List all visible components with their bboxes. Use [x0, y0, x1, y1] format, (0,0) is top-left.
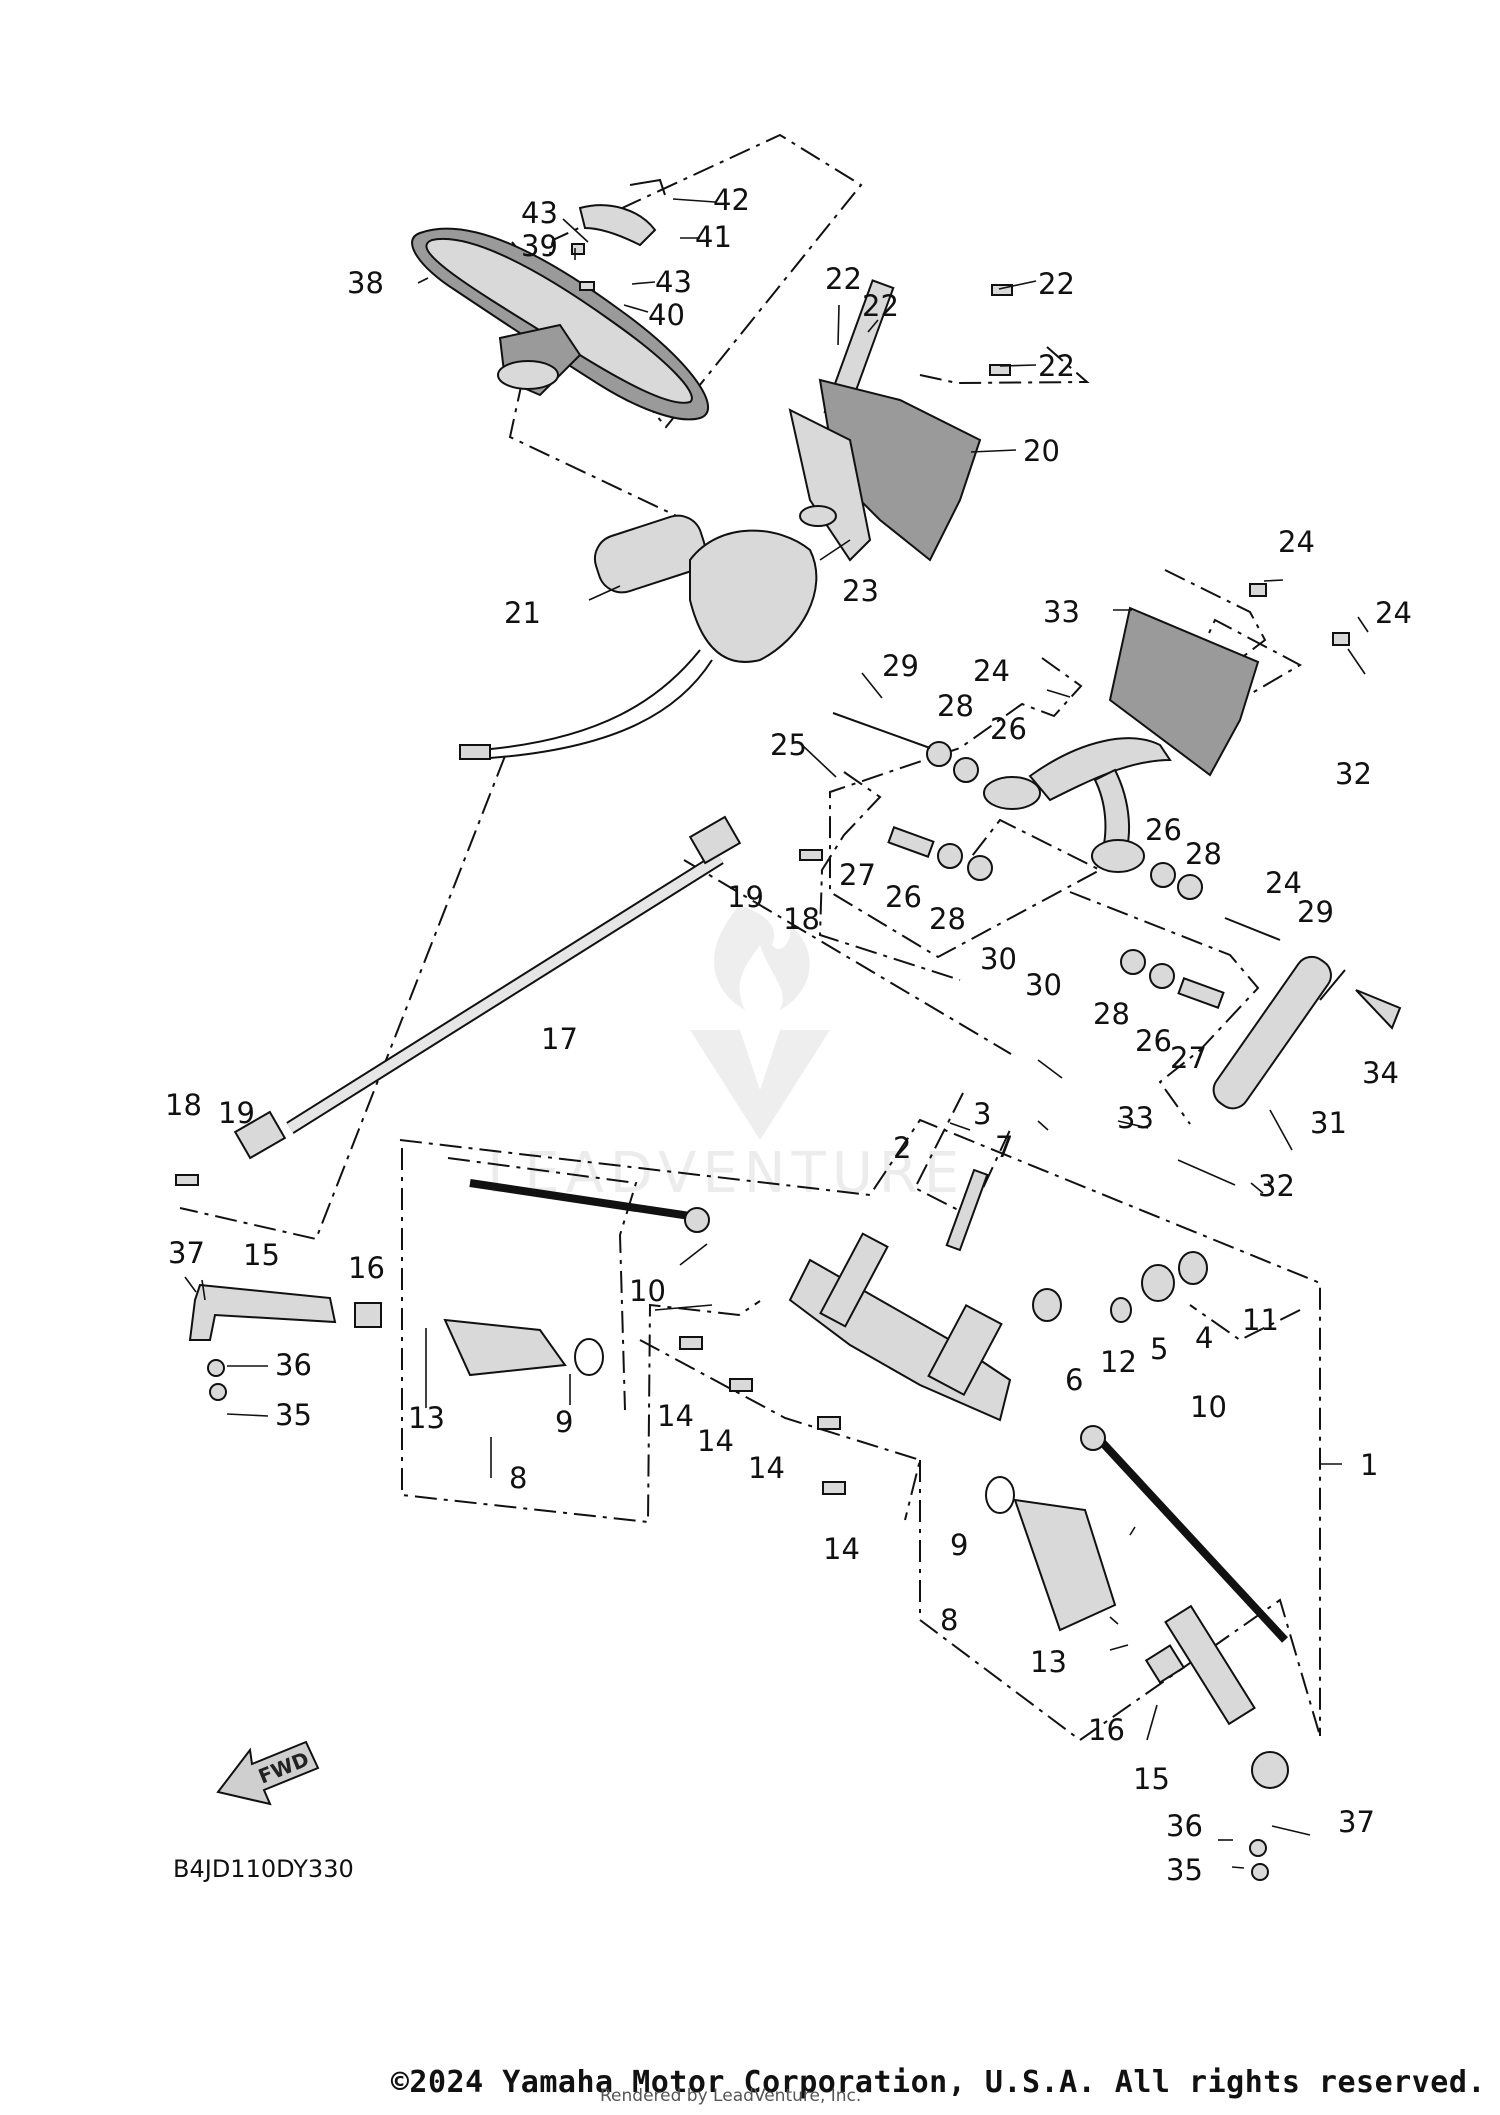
steering-wheel — [411, 227, 710, 421]
callout-label: 6 — [1065, 1363, 1083, 1397]
callout-label: 14 — [657, 1399, 694, 1433]
callout-label: 39 — [521, 229, 558, 263]
callout-label: 13 — [1030, 1645, 1067, 1679]
fasteners — [175, 284, 1350, 1881]
callout-label: 8 — [509, 1461, 527, 1495]
callout-label: 13 — [408, 1401, 445, 1435]
callout-label: 22 — [1038, 349, 1075, 383]
callout-label: 26 — [990, 712, 1027, 746]
callout-label: 21 — [504, 596, 541, 630]
pedal-bracket — [983, 606, 1260, 873]
callout-label: 18 — [783, 902, 820, 936]
callout-label: 28 — [1093, 997, 1130, 1031]
callout-label: 27 — [839, 858, 876, 892]
steering-column — [788, 279, 982, 562]
tie-rod-ends — [188, 1283, 1289, 1789]
callout-label: 36 — [275, 1348, 312, 1382]
callout-label: 20 — [1023, 434, 1060, 468]
steering-rack — [788, 1168, 1208, 1422]
callout-label: 33 — [1043, 595, 1080, 629]
callout-label: 7 — [995, 1130, 1013, 1164]
callout-label: 30 — [1025, 968, 1062, 1002]
steering-cover-parts — [571, 178, 666, 291]
callout-label: 22 — [825, 262, 862, 296]
callout-label: 37 — [1338, 1805, 1375, 1839]
callout-label: 1 — [1360, 1448, 1378, 1482]
callout-label: 22 — [1038, 267, 1075, 301]
callout-label: 11 — [1242, 1303, 1279, 1337]
leader-lines — [184, 198, 1369, 1869]
callout-label: 29 — [1297, 895, 1334, 929]
callout-label: 18 — [165, 1088, 202, 1122]
callout-label: 43 — [521, 196, 558, 230]
rendered-by-credit: Rendered by LeadVenture, Inc. — [600, 2086, 862, 2106]
callout-label: 4 — [1195, 1321, 1213, 1355]
copyright-notice: ©2024 Yamaha Motor Corporation, U.S.A. A… — [390, 2065, 1486, 2100]
rack-boots — [443, 1318, 1117, 1632]
callout-label: 10 — [629, 1274, 666, 1308]
callout-label: 33 — [1117, 1101, 1154, 1135]
callout-label: 41 — [695, 220, 732, 254]
callout-label: 12 — [1100, 1345, 1137, 1379]
callout-label: 31 — [1310, 1106, 1347, 1140]
callout-label: 10 — [1190, 1390, 1227, 1424]
callout-label: 30 — [980, 942, 1017, 976]
callout-label: 36 — [1166, 1809, 1203, 1843]
callout-label: 28 — [1185, 837, 1222, 871]
callout-label: 37 — [168, 1236, 205, 1270]
callout-label: 17 — [541, 1022, 578, 1056]
callout-label: 34 — [1362, 1056, 1399, 1090]
callout-label: 9 — [555, 1405, 573, 1439]
callout-label: 26 — [1135, 1024, 1172, 1058]
callout-label: 9 — [950, 1528, 968, 1562]
callout-label: 2 — [893, 1131, 911, 1165]
callout-label: 14 — [748, 1451, 785, 1485]
callout-label: 24 — [973, 654, 1010, 688]
callout-label: 16 — [1088, 1713, 1125, 1747]
callout-label: 14 — [823, 1532, 860, 1566]
steering-damper — [1212, 955, 1402, 1110]
callout-label: 16 — [348, 1251, 385, 1285]
tie-rods — [469, 1179, 1288, 1643]
intermediate-shaft — [233, 815, 742, 1160]
callout-label: 43 — [655, 265, 692, 299]
callout-label: 14 — [697, 1424, 734, 1458]
callout-label: 8 — [940, 1603, 958, 1637]
callout-label: 26 — [1145, 813, 1182, 847]
callouts: 42 41 43 43 39 40 38 22 22 22 22 20 21 2… — [165, 183, 1412, 1887]
pedal-bushings — [832, 712, 1281, 1009]
callout-label: 5 — [1150, 1332, 1168, 1366]
fwd-arrow-icon: FWD — [216, 1740, 320, 1806]
callout-label: 40 — [648, 298, 685, 332]
callout-label: 15 — [1133, 1762, 1170, 1796]
callout-label: 24 — [1265, 866, 1302, 900]
callout-label: 23 — [842, 574, 879, 608]
callout-label: 28 — [937, 689, 974, 723]
callout-label: 38 — [347, 266, 384, 300]
callout-label: 22 — [862, 289, 899, 323]
callout-label: 24 — [1278, 525, 1315, 559]
callout-label: 19 — [727, 880, 764, 914]
callout-label: 28 — [929, 902, 966, 936]
callout-label: 15 — [243, 1238, 280, 1272]
callout-label: 24 — [1375, 596, 1412, 630]
eps-motor — [459, 514, 818, 760]
callout-label: 29 — [882, 649, 919, 683]
callout-label: 35 — [1166, 1853, 1203, 1887]
callout-label: 42 — [713, 183, 750, 217]
diagram-code: B4JD110DY330 — [173, 1855, 354, 1883]
callout-label: 32 — [1258, 1169, 1295, 1203]
callout-label: 3 — [973, 1097, 991, 1131]
callout-label: 27 — [1170, 1041, 1207, 1075]
callout-label: 26 — [885, 880, 922, 914]
callout-label: 19 — [218, 1096, 255, 1130]
callout-label: 35 — [275, 1398, 312, 1432]
callout-label: 25 — [770, 728, 807, 762]
callout-label: 32 — [1335, 757, 1372, 791]
